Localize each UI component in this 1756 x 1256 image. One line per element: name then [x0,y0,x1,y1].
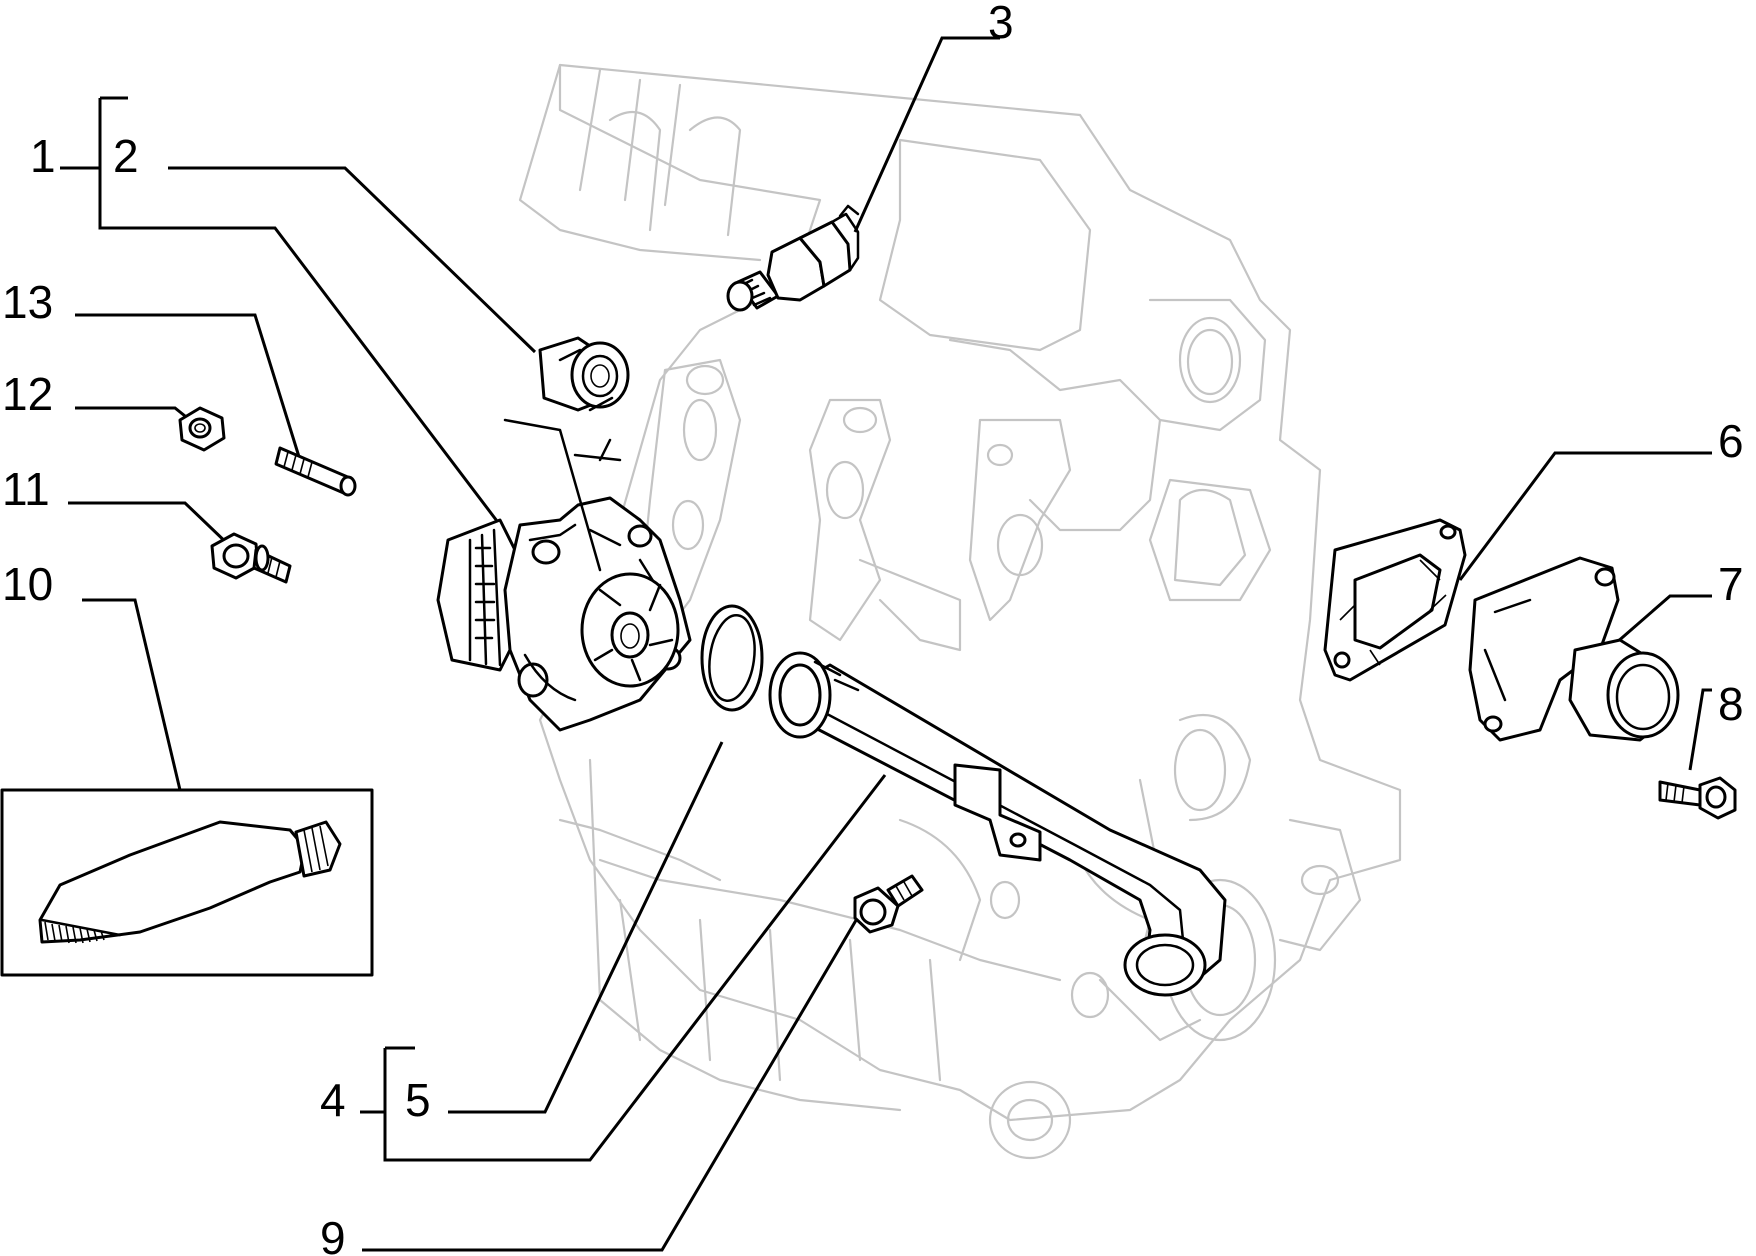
callout-5: 5 [405,1074,431,1126]
temperature-sender-part [726,204,860,312]
callout-8: 8 [1718,678,1744,730]
bolt-washer-part [210,532,292,584]
leader-13 [75,313,302,461]
leader-3 [853,36,1000,233]
coolant-pipe-part [768,651,1227,997]
leader-4 [360,774,887,1162]
leader-6 [1458,451,1712,581]
callout-4: 4 [320,1074,346,1126]
pulley-bearing-part [538,336,630,412]
screw-part [1658,776,1737,820]
stud-part [274,446,357,497]
callout-1: 1 [30,130,56,182]
thermostat-housing-part [1468,556,1680,742]
leader-5 [448,741,724,1114]
bolt-part [853,874,924,934]
leader-12 [75,406,191,422]
water-pump-part [436,418,692,732]
callout-7: 7 [1718,558,1744,610]
callout-13: 13 [2,276,53,328]
gasket-part [1323,518,1467,682]
engine-block-outline [518,63,1402,1160]
leader-8 [1688,688,1712,771]
leader-lines [60,36,1712,1252]
leader-11 [68,501,234,550]
leader-10 [82,598,182,791]
o-ring-part [700,604,764,712]
callout-3: 3 [988,0,1014,48]
nut-part [178,406,226,452]
sealant-tube-part [0,788,374,977]
callout-11: 11 [2,463,50,515]
leader-1 [60,96,502,526]
leader-2 [168,166,537,354]
callout-2: 2 [113,130,139,182]
leader-9 [362,904,867,1252]
callout-10: 10 [2,558,53,610]
leader-7 [1607,594,1712,652]
callout-12: 12 [2,368,53,420]
callout-9: 9 [320,1212,346,1256]
callout-6: 6 [1718,415,1744,467]
